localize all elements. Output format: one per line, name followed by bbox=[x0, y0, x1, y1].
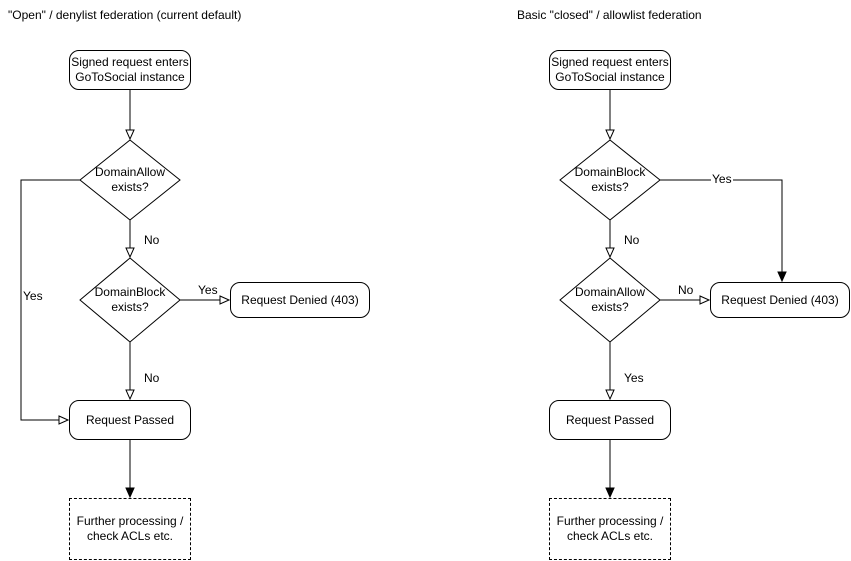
left-further-processing-label-line1: Further processing / bbox=[76, 514, 184, 528]
left-decision2-diamond bbox=[79, 257, 181, 343]
right-start-node: Signed request enters GoToSocial instanc… bbox=[549, 50, 671, 90]
right-start-node-label-line2: GoToSocial instance bbox=[555, 70, 665, 84]
right-edge-label-decision2-no: No bbox=[677, 283, 695, 297]
right-passed-node: Request Passed bbox=[549, 400, 671, 440]
left-further-processing-node: Further processing / check ACLs etc. bbox=[69, 498, 191, 560]
left-start-node-label-line1: Signed request enters bbox=[71, 55, 189, 69]
right-edge-label-decision1-no: No bbox=[623, 233, 641, 247]
left-denied-node-label: Request Denied (403) bbox=[241, 292, 359, 307]
right-edge-label-decision2-yes: Yes bbox=[623, 371, 645, 385]
right-edge-label-decision1-yes: Yes bbox=[711, 172, 733, 186]
right-decision2-diamond bbox=[559, 257, 661, 343]
right-further-processing-node: Further processing / check ACLs etc. bbox=[549, 498, 671, 560]
right-passed-node-label: Request Passed bbox=[565, 412, 655, 427]
left-decision1-diamond bbox=[79, 139, 181, 221]
left-further-processing-label-line2: check ACLs etc. bbox=[86, 529, 174, 543]
right-edge-decision1-yes-to-denied bbox=[660, 179, 782, 281]
left-edge-label-decision2-no: No bbox=[143, 371, 161, 385]
right-denied-node: Request Denied (403) bbox=[710, 282, 850, 318]
left-passed-node: Request Passed bbox=[69, 400, 191, 440]
left-flowchart-title: "Open" / denylist federation (current de… bbox=[8, 8, 242, 22]
right-start-node-label-line1: Signed request enters bbox=[551, 55, 669, 69]
right-decision1-diamond bbox=[559, 139, 661, 221]
left-edge-label-decision1-no: No bbox=[143, 233, 161, 247]
left-passed-node-label: Request Passed bbox=[85, 412, 175, 427]
left-start-node-label-line2: GoToSocial instance bbox=[75, 70, 185, 84]
right-denied-node-label: Request Denied (403) bbox=[721, 292, 839, 307]
right-flowchart-title: Basic "closed" / allowlist federation bbox=[517, 8, 702, 22]
right-further-processing-label-line2: check ACLs etc. bbox=[566, 529, 654, 543]
left-edge-label-decision2-yes: Yes bbox=[197, 283, 219, 297]
left-start-node: Signed request enters GoToSocial instanc… bbox=[69, 50, 191, 90]
right-further-processing-label-line1: Further processing / bbox=[556, 514, 664, 528]
left-edge-decision1-yes-loop-to-passed bbox=[20, 179, 80, 420]
left-denied-node: Request Denied (403) bbox=[230, 282, 370, 318]
left-edge-label-loop-yes: Yes bbox=[22, 289, 44, 303]
